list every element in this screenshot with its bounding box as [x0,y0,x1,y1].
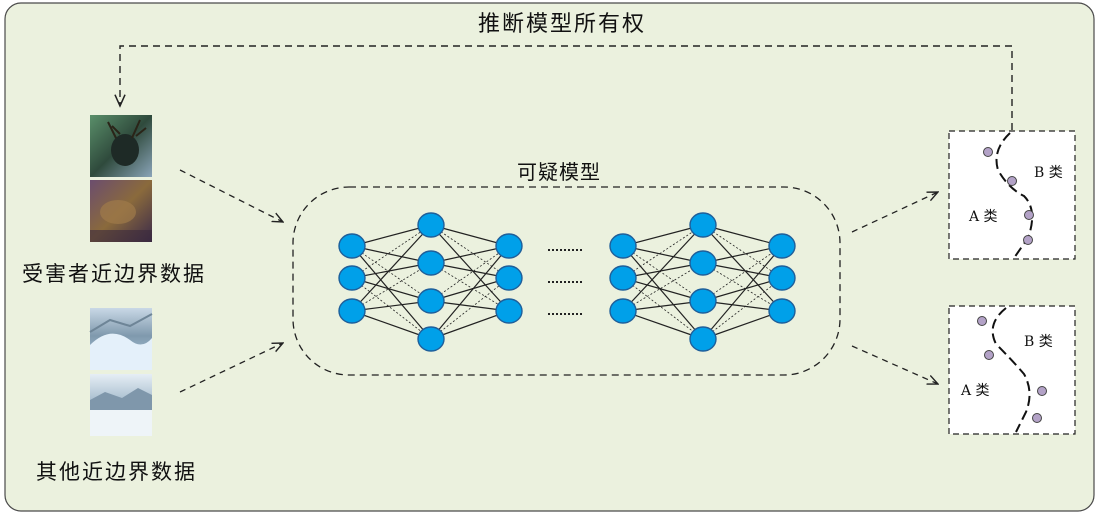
arrow-model-to-bottom-panel [851,345,938,384]
network-node [689,250,717,276]
network-node [338,265,366,291]
class-b-label-top: B 类 [1034,165,1063,181]
other-image-1 [89,308,153,370]
network-node [768,233,796,259]
network-edge [702,245,783,340]
network-edge [702,224,783,312]
network-node [609,298,637,324]
network-node [417,250,445,276]
data-points-bottom [977,316,1047,423]
network-edge [702,245,783,302]
victim-image-2 [90,180,152,242]
network-node [495,233,523,259]
network-edge [622,277,704,340]
network-node [689,288,717,314]
network-node [417,326,445,352]
outer-frame [4,2,1095,512]
arrow-victim-to-model [179,169,283,222]
network-edge [351,224,432,312]
network-edge [622,245,704,340]
ownership-feedback-arrow [120,45,1013,130]
network-node [495,298,523,324]
network-edge [430,245,510,340]
network-node [417,288,445,314]
ellipsis-marks [548,249,584,315]
victim-data-label: 受害者近边界数据 [22,262,206,286]
network-edge [430,310,510,340]
network-edge [351,245,432,302]
network-edge [622,224,704,247]
network-edge [430,277,510,340]
network-node [689,326,717,352]
network-node [609,265,637,291]
decision-boundary-top [995,132,1034,259]
network-node [768,265,796,291]
network-node [338,298,366,324]
network-edge [622,277,704,302]
network-node [689,212,717,238]
network-edge [351,277,432,340]
arrow-other-to-model [179,343,283,393]
network-edge [622,224,704,312]
suspect-model-label: 可疑模型 [517,160,601,184]
network-edge [622,310,704,340]
network-edge [702,310,783,340]
network-edge [622,245,704,302]
class-a-label-top: A 类 [969,209,998,225]
arrow-model-to-top-panel [851,192,938,233]
data-points-top [983,147,1034,245]
decision-panel-top [948,130,1076,260]
network-edge [430,224,510,312]
neural-network [338,212,796,352]
network-edge [702,277,783,340]
network-edge [351,262,432,312]
class-b-label-bottom: B 类 [1024,334,1053,350]
network-edge [622,262,704,312]
network-edge [351,310,432,340]
network-node [609,233,637,259]
network-node [768,298,796,324]
network-edge [430,262,510,312]
network-node [417,212,445,238]
suspect-model-box [292,186,841,376]
decision-boundary-bottom [991,307,1031,433]
other-data-label: 其他近边界数据 [36,460,197,484]
network-node [495,265,523,291]
network-edge [351,277,432,302]
network-node [338,233,366,259]
victim-image-1 [90,115,152,177]
network-edge [702,277,783,302]
class-a-label-bottom: A 类 [961,383,990,399]
network-edge [351,245,432,340]
diagram-title: 推断模型所有权 [478,12,647,37]
decision-panel-bottom [948,305,1076,435]
network-edge [702,262,783,312]
other-image-2 [90,374,152,436]
